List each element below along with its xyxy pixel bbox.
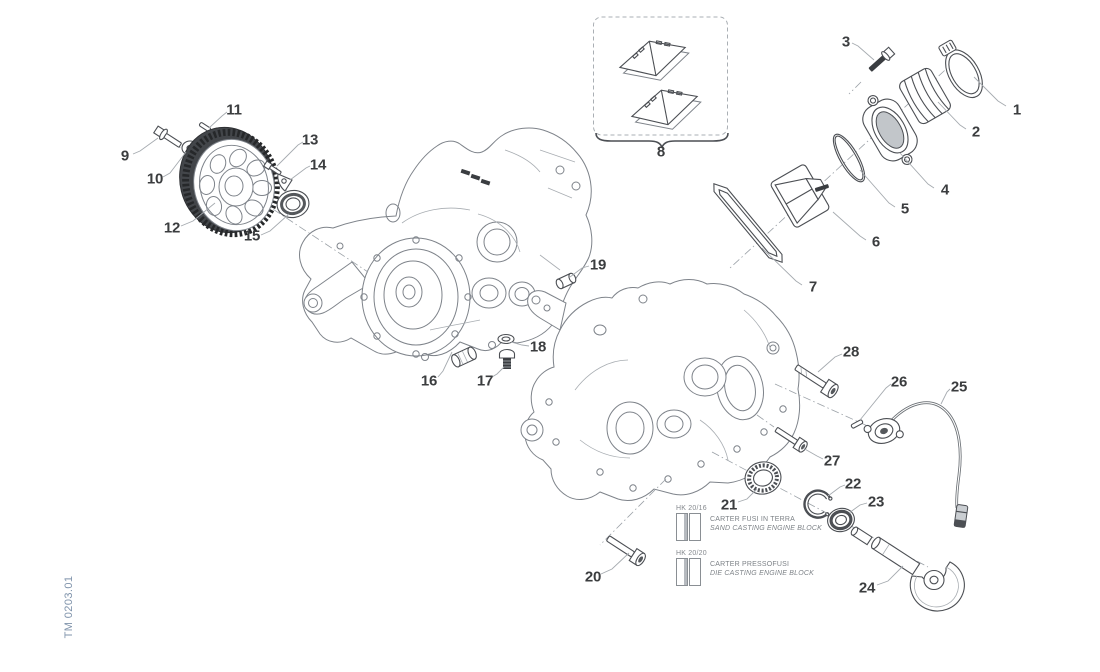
legend-label-it: CARTER PRESSOFUSI [710, 561, 790, 568]
brace [595, 132, 729, 149]
reed-petal-drawing [630, 89, 702, 130]
sensor-connector [953, 504, 969, 528]
circlip-part-22 [803, 489, 833, 519]
primary-gear-part-12 [179, 126, 280, 238]
bolt-part-27 [774, 427, 808, 453]
bolt-part-28 [794, 364, 839, 399]
intake-manifold-part-4 [862, 95, 918, 165]
legend-label-en: DIE CASTING ENGINE BLOCK [710, 570, 814, 577]
leader-lines [132, 42, 1007, 586]
gasket-part-7 [713, 182, 783, 264]
balance-shaft-part-24 [850, 526, 965, 612]
legend-group: HK 20/16 CARTER FUSI IN TERRA SAND CASTI… [676, 505, 822, 541]
bushing-part-16 [451, 346, 477, 368]
reed-petals-box [593, 16, 729, 149]
drain-plug-part-17 [498, 348, 516, 369]
bolt-part-20 [606, 535, 646, 567]
legend-label-en: SAND CASTING ENGINE BLOCK [710, 525, 822, 532]
casting-type-icon [676, 558, 701, 586]
crankcase-right-half-drawing [520, 279, 801, 502]
intake-sleeve-part-2 [899, 67, 951, 125]
bolt-part-9 [152, 125, 182, 148]
pin-part-26 [850, 419, 864, 429]
bearing-part-15 [276, 189, 310, 219]
crankcase-left-half-drawing [299, 127, 593, 361]
bolt-part-13 [262, 160, 282, 176]
legend: HK 20/16 CARTER FUSI IN TERRA SAND CASTI… [676, 505, 822, 595]
reed-petal-drawing [618, 40, 690, 81]
legend-group: HK 20/20 CARTER PRESSOFUSI DIE CASTING E… [676, 550, 822, 586]
casting-type-icon [676, 513, 701, 541]
sensor-part-25 [863, 401, 969, 528]
o-ring-part-5 [832, 133, 866, 183]
hose-clamp-part-1 [938, 39, 983, 99]
legend-code: HK 20/20 [676, 550, 707, 557]
drawing-code: TM 0203.01 [63, 575, 75, 639]
tab-washer-part-14 [277, 173, 293, 192]
oil-seal-part-23 [827, 507, 855, 533]
legend-code: HK 20/16 [676, 505, 707, 512]
bolt-part-3 [868, 46, 896, 72]
legend-label-it: CARTER FUSI IN TERRA [710, 516, 796, 523]
washer-part-18 [497, 333, 515, 345]
needle-bearing-part-21 [744, 461, 782, 495]
reed-valve-part-6 [770, 164, 830, 228]
